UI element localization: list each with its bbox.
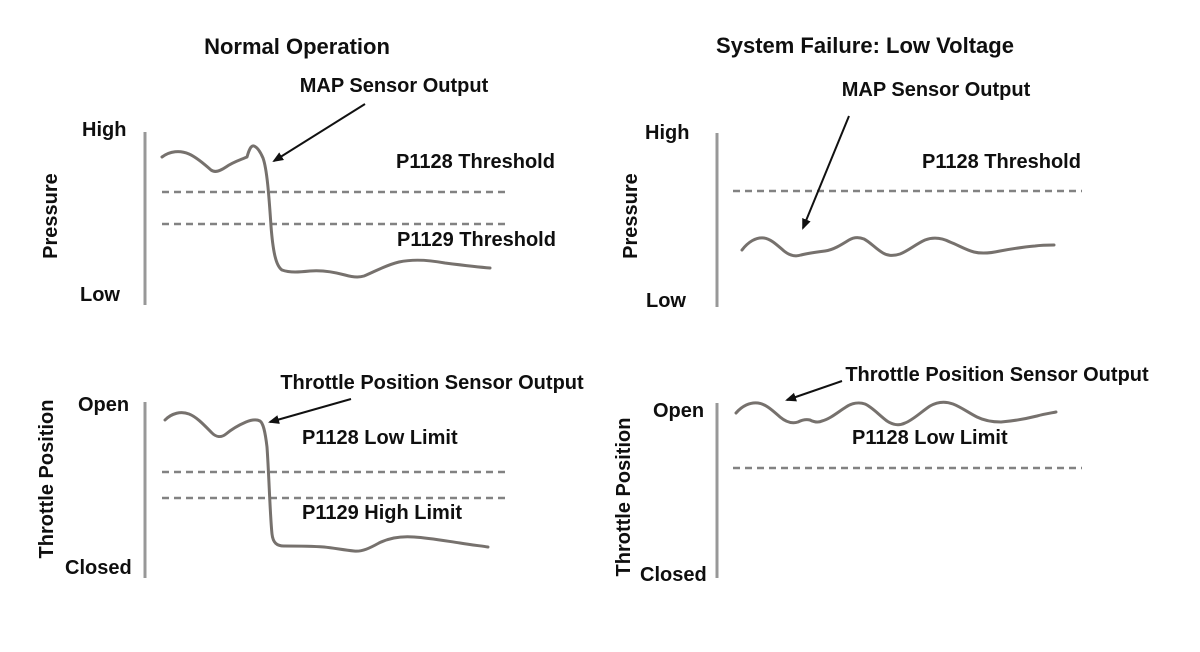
bl-p1129-high-limit-label: P1129 High Limit bbox=[302, 502, 463, 524]
tl-p1128-threshold-label: P1128 Threshold bbox=[396, 151, 555, 173]
tr-y-high-label: High bbox=[645, 122, 690, 144]
br-y-open-label: Open bbox=[653, 400, 705, 422]
br-throttle-sensor-curve bbox=[734, 400, 1058, 427]
tr-map-sensor-output-label: MAP Sensor Output bbox=[841, 79, 1031, 101]
tl-pressure-axis-label: Pressure bbox=[40, 173, 62, 259]
bl-y-open-label: Open bbox=[78, 394, 130, 416]
left-column-title: Normal Operation bbox=[204, 34, 390, 59]
br-throttle-position-axis-label: Throttle Position bbox=[613, 417, 635, 577]
right-column-title: System Failure: Low Voltage bbox=[716, 33, 1014, 58]
bl-throttle-position-axis-label: Throttle Position bbox=[36, 399, 58, 559]
tr-pressure-axis-label: Pressure bbox=[620, 173, 642, 259]
bl-throttle-sensor-output-label: Throttle Position Sensor Output bbox=[280, 372, 584, 394]
tl-map-sensor-curve bbox=[160, 144, 492, 279]
bl-p1128-low-limit-label: P1128 Low Limit bbox=[302, 427, 458, 449]
br-annotation-arrow bbox=[785, 380, 843, 402]
br-y-closed-label: Closed bbox=[640, 564, 707, 586]
tl-p1129-threshold-label: P1129 Threshold bbox=[397, 229, 556, 251]
tl-y-high-label: High bbox=[82, 119, 127, 141]
tl-y-low-label: Low bbox=[80, 284, 120, 306]
tl-map-sensor-output-label: MAP Sensor Output bbox=[299, 75, 489, 97]
tr-y-low-label: Low bbox=[646, 290, 686, 312]
tr-annotation-arrow bbox=[802, 115, 850, 230]
bl-throttle-sensor-curve bbox=[163, 411, 490, 553]
tl-annotation-arrow bbox=[272, 103, 366, 163]
bl-y-closed-label: Closed bbox=[65, 557, 132, 579]
br-p1128-low-limit-label: P1128 Low Limit bbox=[852, 427, 1008, 449]
bl-annotation-arrow bbox=[268, 398, 352, 424]
br-throttle-sensor-output-label: Throttle Position Sensor Output bbox=[845, 364, 1149, 386]
tr-p1128-threshold-label: P1128 Threshold bbox=[922, 151, 1081, 173]
tr-map-sensor-curve bbox=[740, 236, 1056, 258]
